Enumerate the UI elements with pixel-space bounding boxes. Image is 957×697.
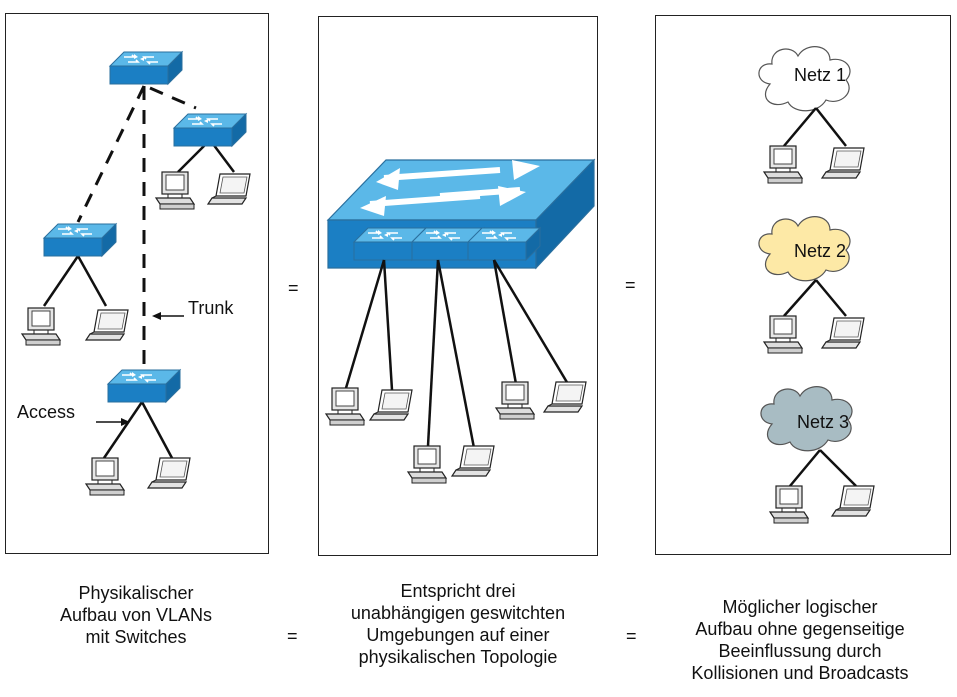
pc-icon: [325, 387, 365, 426]
switch-bottom: [107, 369, 181, 403]
network-label-3: Netz 3: [797, 412, 850, 432]
equals-sign: =: [625, 275, 636, 295]
pc-icon: [21, 307, 61, 346]
pc-icon: [155, 171, 195, 210]
switch-right: [173, 113, 247, 147]
laptop-icon: [543, 381, 587, 413]
pc-icon: [763, 145, 803, 184]
laptop-icon: [451, 445, 495, 477]
caption-equivalent: Entspricht drei unabhängigen geswitchten…: [350, 581, 566, 667]
caption-logical: Möglicher logischer Aufbau ohne gegensei…: [691, 597, 909, 683]
pc-icon: [85, 457, 125, 496]
pc-icon: [763, 315, 803, 354]
virtual-switch-3: [467, 227, 541, 261]
laptop-icon: [147, 457, 191, 489]
trunk-arrow: [152, 312, 184, 320]
switch-left: [43, 223, 117, 257]
equals-sign: =: [287, 626, 298, 646]
access-arrow: [96, 418, 130, 426]
laptop-icon: [821, 317, 865, 349]
virtual-switch-panel: [318, 16, 598, 556]
access-links-p2: [344, 259, 570, 449]
laptop-icon: [207, 173, 251, 205]
trunk-links: [76, 85, 197, 370]
access-links-p3: [783, 107, 857, 487]
pc-icon: [407, 445, 447, 484]
physical-vlan-panel: [5, 13, 269, 554]
network-label-2: Netz 2: [794, 241, 847, 261]
pc-icon: [769, 485, 809, 524]
laptop-icon: [821, 147, 865, 179]
trunk-label: Trunk: [188, 298, 234, 318]
laptop-icon: [369, 389, 413, 421]
pc-icon: [495, 381, 535, 420]
access-label: Access: [17, 402, 76, 422]
caption-physical: Physikalischer Aufbau von VLANs mit Swit…: [59, 583, 213, 647]
equals-sign: =: [288, 278, 299, 298]
laptop-icon: [831, 485, 875, 517]
equals-sign: =: [626, 626, 637, 646]
network-label-1: Netz 1: [794, 65, 847, 85]
switch-core: [109, 51, 183, 85]
laptop-icon: [85, 309, 129, 341]
